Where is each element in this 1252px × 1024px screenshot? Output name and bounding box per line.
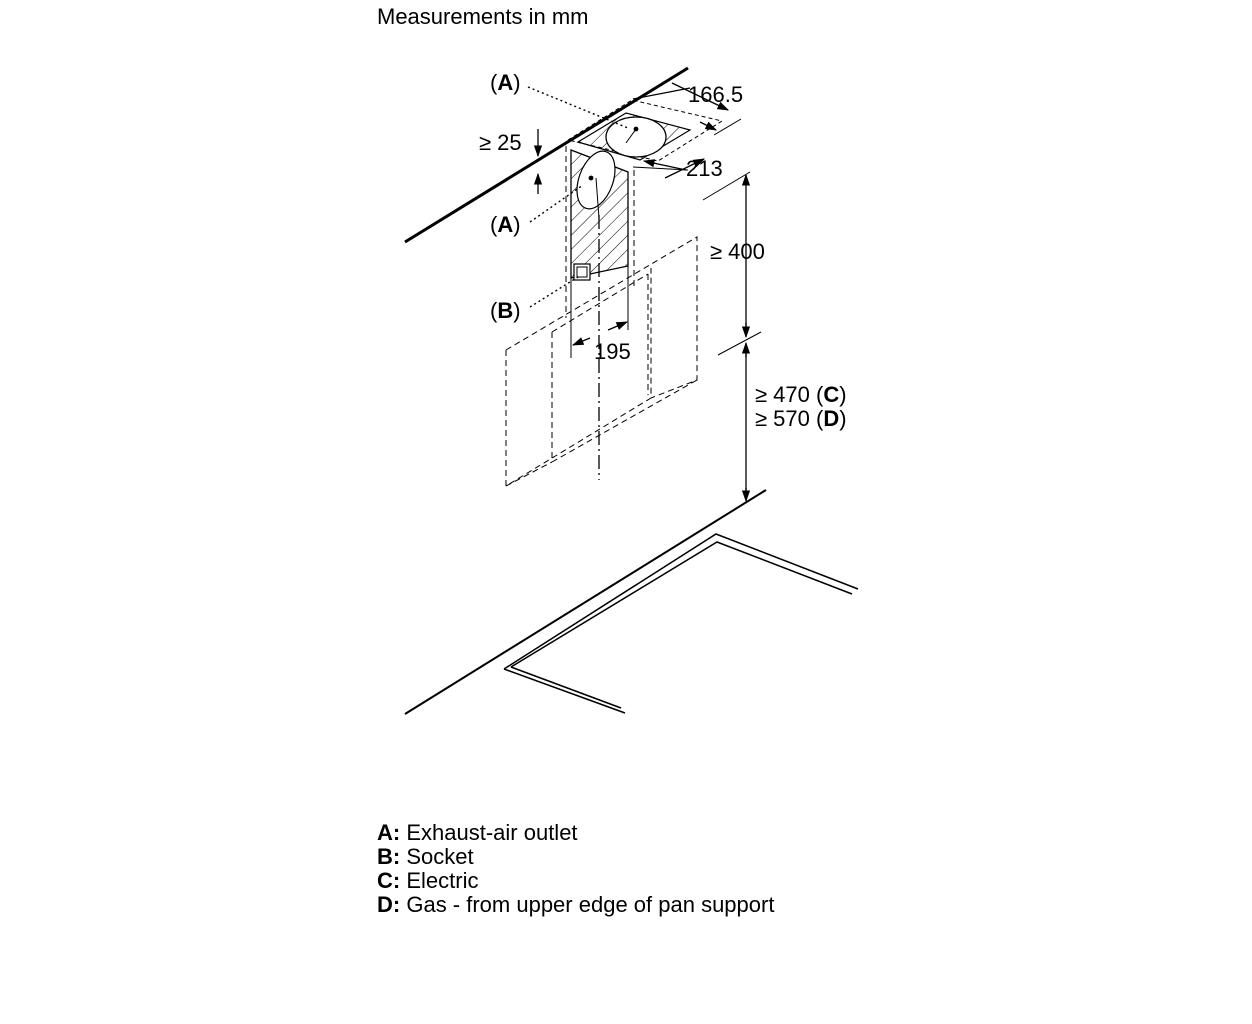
callout-a-mid: (A) — [490, 212, 521, 237]
wall-duct-panel — [570, 149, 629, 281]
dimension-min-25: ≥ 25 — [479, 130, 522, 155]
legend: A: Exhaust-air outlet B: Socket C: Elect… — [377, 821, 774, 917]
socket-icon — [573, 263, 591, 281]
legend-item: D: Gas - from upper edge of pan support — [377, 892, 775, 917]
page-title: Measurements in mm — [377, 4, 589, 29]
leader-lines — [527, 86, 629, 308]
legend-item: A: Exhaust-air outlet — [377, 820, 578, 845]
dimension-166-5: 166.5 — [688, 82, 743, 107]
callout-a-top: (A) — [490, 70, 521, 95]
dimension-195: 195 — [594, 339, 631, 364]
dimension-lines — [533, 82, 762, 503]
callout-b: (B) — [490, 298, 521, 323]
dimension-min-470: ≥ 470 (C) — [755, 382, 847, 407]
dimension-min-570: ≥ 570 (D) — [755, 406, 847, 431]
dimension-min-400: ≥ 400 — [710, 239, 765, 264]
ceiling-duct-plate — [566, 99, 724, 162]
hood-outline — [505, 146, 698, 487]
hob-outline — [404, 489, 859, 715]
dimension-213: 213 — [686, 156, 723, 181]
legend-item: C: Electric — [377, 868, 479, 893]
legend-item: B: Socket — [377, 844, 474, 869]
